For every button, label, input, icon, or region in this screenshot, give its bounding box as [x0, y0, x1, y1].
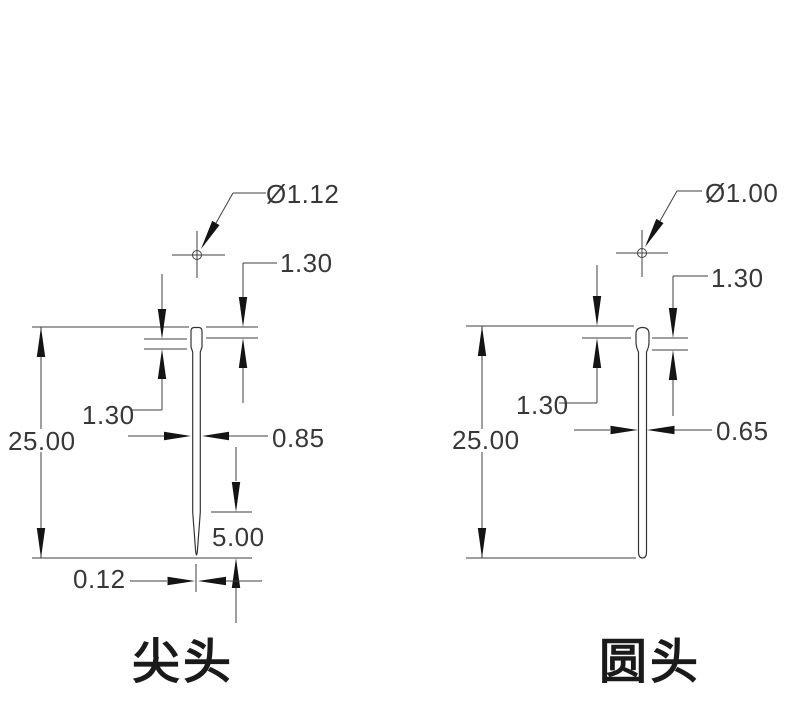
dim-shaft-width-left: 0.85: [128, 423, 325, 453]
pointed-pin-drawing: Ø1.12 25.00 1.30: [8, 179, 339, 690]
round-pin-drawing: Ø1.00 25.00 1.30: [452, 178, 778, 690]
diameter-leader-left: Ø1.12: [201, 179, 339, 249]
dim-taper-length-left: 5.00: [211, 447, 265, 623]
crosshair-datum-left: [172, 231, 225, 278]
dim-head-length-right: 1.30: [516, 265, 631, 420]
dim-label-tip-width-left: 0.12: [73, 564, 126, 594]
dim-label-shaft-width-left: 0.85: [272, 423, 325, 453]
crosshair-datum-right: [616, 230, 668, 277]
dim-shaft-width-right: 0.65: [574, 416, 769, 446]
diameter-leader-right: Ø1.00: [645, 178, 778, 247]
dim-label-head-length-right: 1.30: [516, 390, 569, 420]
dim-label-head-length-left: 1.30: [280, 248, 333, 278]
dim-neck-length-right: 1.30: [652, 263, 764, 416]
dim-neck-length-left: 1.30: [82, 274, 187, 430]
dim-label-total-length-left: 25.00: [8, 426, 76, 456]
round-pin-outline: [635, 326, 650, 559]
dim-label-shaft-width-right: 0.65: [716, 416, 769, 446]
dim-label-neck-length-left: 1.30: [82, 400, 135, 430]
dim-label-total-length-right: 25.00: [452, 425, 520, 455]
dim-total-length-left: 25.00: [8, 326, 252, 559]
dim-tip-width-left: 0.12: [73, 564, 262, 594]
dim-label-diameter-right: Ø1.00: [705, 178, 778, 208]
round-pin-title: 圆头: [599, 634, 701, 690]
dim-label-diameter-left: Ø1.12: [266, 179, 339, 209]
leader-arrow-icon: [201, 220, 220, 249]
dim-head-length-left: 1.30: [206, 248, 333, 403]
dim-label-neck-length-right: 1.30: [711, 263, 764, 293]
dim-label-taper-length-left: 5.00: [212, 522, 265, 552]
pointed-pin-title: 尖头: [132, 634, 234, 690]
dim-total-length-right: 25.00: [452, 325, 636, 559]
pointed-pin-outline: [190, 326, 203, 556]
leader-arrow-icon: [645, 218, 664, 247]
